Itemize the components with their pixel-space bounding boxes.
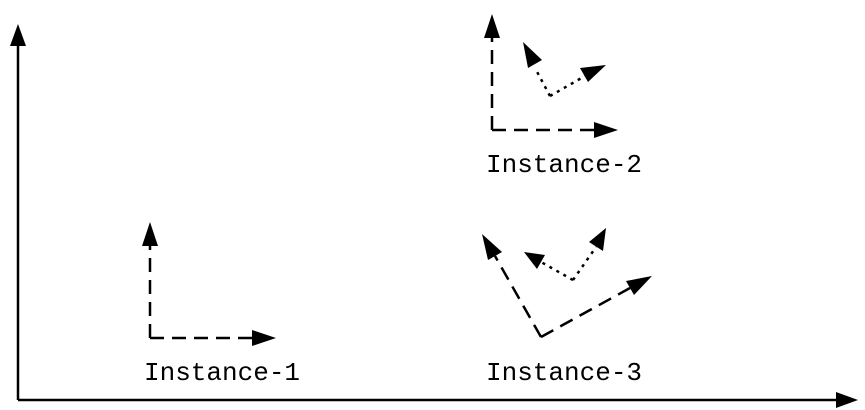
instance-1-label: Instance-1 [144,358,300,388]
instance-3-subframe-left-arrowhead [524,252,545,269]
instance-1-frame: Instance-1 [142,222,300,388]
instance-3-subframe-right-axis [571,246,598,281]
y-axis-arrowhead [10,24,26,46]
instance-3-right-axis [540,286,631,339]
instance-3-left-axis [493,255,543,338]
instance-3-subframe-left-axis [540,260,574,282]
main-axes [10,24,858,408]
instance-2-vertical-arrowhead [484,14,500,38]
instance-3-label: Instance-3 [486,358,642,388]
instance-2-frame: Instance-2 [484,14,642,180]
instance-2-label: Instance-2 [486,150,642,180]
instance-2-subframe-left-arrowhead [523,42,542,68]
instance-2-horizontal-arrowhead [594,122,618,138]
instance-2-subframe-left-axis [533,67,552,97]
instance-3-frame: Instance-3 [482,228,652,388]
instance-1-vertical-arrowhead [142,222,158,246]
instance-3-right-arrowhead [626,276,652,295]
instance-3-left-arrowhead [482,234,502,260]
instance-2-subframe-right-axis [549,74,586,98]
instance-3-subframe-right-arrowhead [589,228,606,251]
instance-2-subframe-right-arrowhead [580,65,606,82]
x-axis-arrowhead [836,392,858,408]
instance-1-horizontal-arrowhead [252,330,276,346]
